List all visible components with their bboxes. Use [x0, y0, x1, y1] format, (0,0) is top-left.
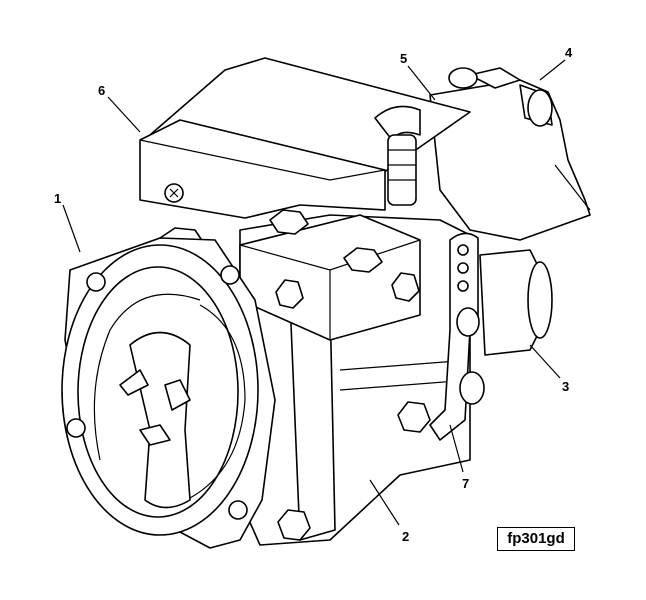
rear-housing [429, 67, 591, 241]
callout-label-2: 2 [402, 529, 409, 544]
control-lever [277, 232, 485, 541]
side-cylinder [479, 249, 553, 356]
callout-label-1: 1 [54, 191, 61, 206]
leader-lines [62, 59, 566, 526]
callout-label-4: 4 [565, 45, 573, 60]
callout-label-5: 5 [400, 51, 407, 66]
callout-labels: 1 2 3 4 5 6 7 [54, 45, 573, 544]
callout-label-7: 7 [462, 476, 469, 491]
callout-label-6: 6 [98, 83, 105, 98]
elbow-fitting [374, 105, 421, 206]
mounting-flange [61, 237, 276, 549]
mounting-bracket [159, 209, 421, 341]
figure-reference-id: fp301gd [497, 527, 575, 551]
callout-label-3: 3 [562, 379, 569, 394]
